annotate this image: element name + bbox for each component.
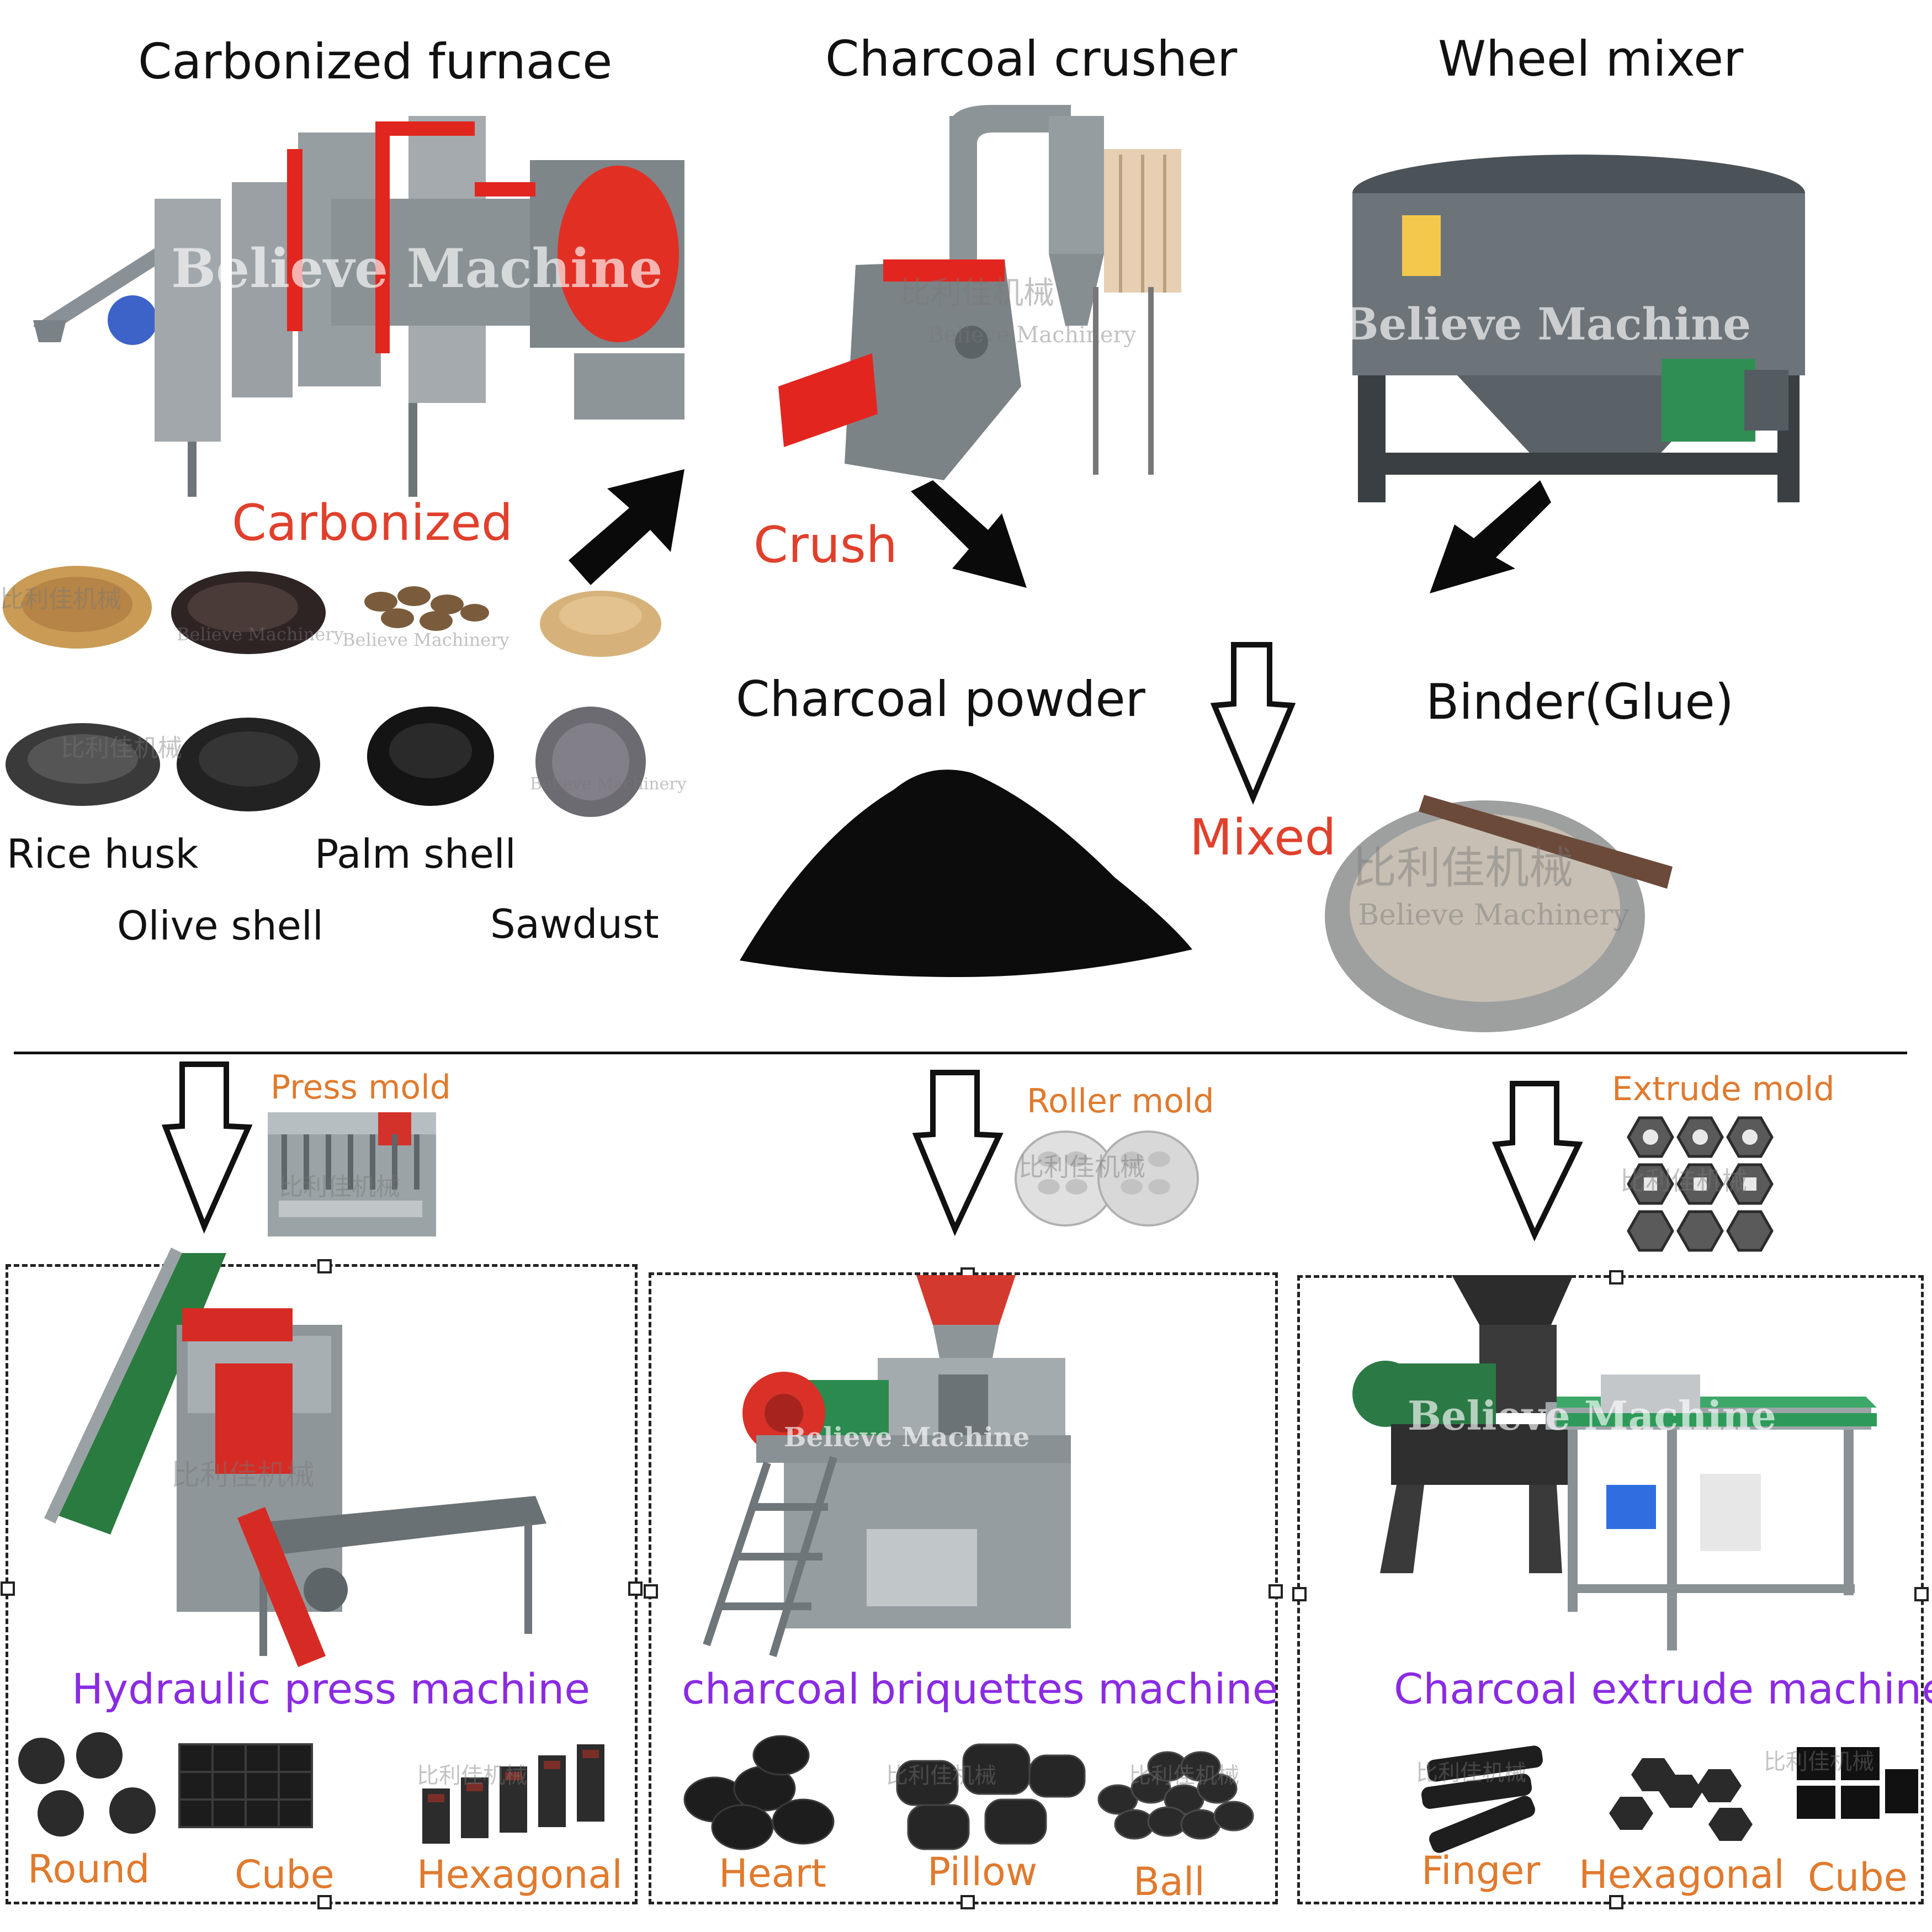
svg-text:比利佳机械: 比利佳机械 <box>1620 1166 1747 1196</box>
briquette-products-image: 比利佳机械 比利佳机械 <box>676 1722 1272 1855</box>
binder-glue-image: 比利佳机械 Believe Machinery <box>1319 778 1684 1038</box>
briquette-machine-title-b: briquettes machine <box>869 1664 1278 1713</box>
arrow-crusher-to-powder <box>911 480 1038 591</box>
shape-hexagonal: Hexagonal <box>417 1852 623 1897</box>
furnace-title: Carbonized furnace <box>138 33 612 90</box>
section-divider <box>14 1052 1907 1054</box>
extrude-machine-title: Charcoal extrude machine <box>1394 1664 1932 1713</box>
svg-text:比利佳机械: 比利佳机械 <box>886 1763 996 1788</box>
svg-text:Believe Machinery: Believe Machinery <box>927 322 1137 348</box>
svg-text:Believe Machine: Believe Machine <box>1408 1392 1776 1439</box>
wheel-mixer-image: Believe Machine <box>1347 149 1811 508</box>
svg-text:比利佳机械: 比利佳机械 <box>1416 1760 1526 1786</box>
extrude-mold-label: Extrude mold <box>1612 1070 1835 1108</box>
material-sawdust: Sawdust <box>490 901 659 947</box>
extrude-machine-image: Believe Machine <box>1347 1264 1888 1673</box>
hydraulic-machine-title: Hydraulic press machine <box>72 1664 590 1713</box>
shape-hexagonal-extrude: Hexagonal <box>1579 1852 1785 1897</box>
svg-text:比利佳机械: 比利佳机械 <box>900 275 1054 311</box>
svg-text:比利佳机械: 比利佳机械 <box>1352 842 1573 894</box>
material-olive-shell: Olive shell <box>117 903 323 949</box>
binder-title: Binder(Glue) <box>1426 673 1734 730</box>
svg-text:Believe Machinery: Believe Machinery <box>177 624 344 645</box>
material-palm-shell: Palm shell <box>315 831 516 877</box>
press-mold-image: 比利佳机械 <box>268 1112 436 1236</box>
svg-text:Believe Machine: Believe Machine <box>1341 298 1751 350</box>
arrow-mixed-down <box>1209 640 1297 800</box>
shape-round: Round <box>28 1846 150 1892</box>
step-mixed: Mixed <box>1190 809 1336 867</box>
svg-text:比利佳机械: 比利佳机械 <box>61 734 182 762</box>
arrow-down-roller <box>911 1068 1005 1234</box>
shape-pillow: Pillow <box>927 1849 1037 1894</box>
charcoal-powder-title: Charcoal powder <box>736 671 1145 728</box>
svg-text:比利佳机械: 比利佳机械 <box>279 1173 400 1201</box>
briquettes-machine-image: Believe Machine <box>684 1270 1082 1667</box>
charcoal-crusher-image: 比利佳机械 Believe Machinery <box>762 105 1192 486</box>
step-crush: Crush <box>753 516 898 574</box>
crusher-title: Charcoal crusher <box>825 30 1237 87</box>
shape-ball: Ball <box>1133 1859 1205 1904</box>
shape-finger: Finger <box>1421 1848 1540 1893</box>
step-carbonized: Carbonized <box>232 494 513 552</box>
charcoal-powder-image <box>729 740 1203 983</box>
svg-text:Believe Machinery: Believe Machinery <box>530 774 687 794</box>
svg-text:Believe Machine: Believe Machine <box>784 1422 1029 1453</box>
arrow-down-press <box>160 1060 254 1231</box>
svg-text:比利佳机械: 比利佳机械 <box>1018 1152 1145 1182</box>
extrude-mold-image: 比利佳机械 <box>1617 1112 1800 1256</box>
svg-text:Believe Machine: Believe Machine <box>171 237 663 300</box>
arrow-down-extrude <box>1490 1079 1584 1239</box>
extrude-products-image: 比利佳机械 比利佳机械 <box>1410 1736 1929 1857</box>
press-mold-label: Press mold <box>270 1068 451 1107</box>
arrow-mixer-to-binder <box>1430 480 1551 596</box>
mixer-title: Wheel mixer <box>1438 30 1743 87</box>
raw-materials-grid: 比利佳机械 Believe Machinery Believe Machiner… <box>0 552 690 828</box>
material-rice-husk: Rice husk <box>7 831 198 877</box>
carbonized-furnace-image: Believe Machine <box>22 110 740 464</box>
svg-text:Believe Machinery: Believe Machinery <box>342 629 509 650</box>
hydraulic-products-image: 比利佳机械 <box>8 1722 621 1849</box>
svg-text:比利佳机械: 比利佳机械 <box>1129 1763 1239 1788</box>
svg-text:比利佳机械: 比利佳机械 <box>171 1459 315 1492</box>
shape-cube: Cube <box>235 1852 335 1897</box>
hydraulic-press-machine-image: 比利佳机械 <box>39 1248 563 1667</box>
briquette-machine-title-a: charcoal <box>682 1664 859 1713</box>
svg-text:比利佳机械: 比利佳机械 <box>417 1763 527 1788</box>
roller-mold-label: Roller mold <box>1027 1082 1214 1121</box>
svg-text:比利佳机械: 比利佳机械 <box>1764 1749 1874 1775</box>
shape-cube-extrude: Cube <box>1808 1855 1908 1900</box>
roller-mold-image: 比利佳机械 <box>1016 1126 1198 1231</box>
svg-text:比利佳机械: 比利佳机械 <box>0 585 121 613</box>
shape-heart: Heart <box>719 1851 826 1896</box>
svg-text:Believe Machinery: Believe Machinery <box>1358 899 1630 932</box>
